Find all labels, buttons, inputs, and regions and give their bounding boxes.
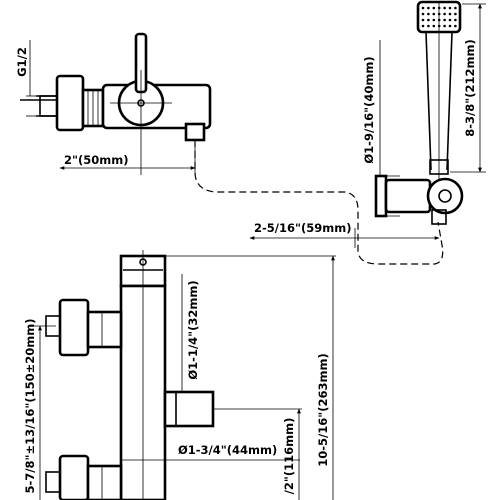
spray-hole [427, 18, 430, 22]
spray-hole [448, 6, 452, 10]
spray-hole [448, 18, 452, 22]
spray-hole [432, 18, 436, 22]
spray-hole [437, 24, 441, 28]
handshower-spray-holes [421, 6, 457, 28]
spray-hole [443, 18, 446, 22]
spray-hole [432, 24, 436, 28]
spray-hole [448, 24, 452, 28]
spray-hole [427, 12, 430, 16]
spray-hole [443, 12, 446, 16]
outlet-height-dimension: /2"(116mm) [282, 408, 301, 500]
spray-hole [421, 18, 425, 22]
spray-hole [427, 6, 430, 10]
holder-offset-label: 2-5/16"(59mm) [254, 221, 351, 235]
center-offset-dimension: 2"(50mm) [59, 153, 196, 170]
spray-hole [437, 12, 441, 16]
spray-hole [443, 24, 446, 28]
spray-hole [454, 6, 457, 10]
spray-hole [421, 12, 425, 16]
spray-hole [427, 24, 430, 28]
holder-offset-dimension: 2-5/16"(59mm) [249, 221, 440, 248]
spray-hole [421, 6, 425, 10]
center-offset-label: 2"(50mm) [64, 153, 128, 167]
shower-holder [374, 174, 464, 225]
spray-hole [437, 18, 441, 22]
spray-hole [454, 18, 457, 22]
inlet-spacing-dimension: 5-7/8"±13/16"(150±20mm) [23, 319, 56, 500]
spray-hole [448, 12, 452, 16]
connector-diameter-label: Ø1-3/4"(44mm) [178, 443, 277, 457]
handshower-length-dimension: 8-3/8"(212mm) [450, 3, 486, 173]
spray-hole [443, 6, 446, 10]
spray-hole [432, 12, 436, 16]
spray-hole [454, 24, 457, 28]
total-height-label: 10-5/16"(263mm) [316, 353, 330, 466]
spray-hole [432, 6, 436, 10]
thread-dimension: G1/2 [15, 40, 40, 117]
hand-shower [416, 0, 462, 200]
spray-hole [454, 12, 457, 16]
handshower-diameter-dimension: Ø1-9/16"(40mm) [362, 40, 400, 217]
thread-label: G1/2 [15, 47, 29, 77]
pipe-diameter-label: Ø1-1/4"(32mm) [186, 280, 200, 379]
spray-hole [421, 24, 425, 28]
outlet-height-label: /2"(116mm) [282, 418, 296, 495]
top-mixer-body [20, 32, 212, 142]
connector-diameter-dimension: Ø1-3/4"(44mm) [120, 443, 300, 466]
handshower-diameter-label: Ø1-9/16"(40mm) [362, 56, 376, 163]
handshower-length-label: 8-3/8"(212mm) [463, 39, 477, 136]
pipe-diameter-dimension: Ø1-1/4"(32mm) [165, 274, 200, 393]
total-height-dimension: 10-5/16"(263mm) [316, 255, 335, 500]
inlet-spacing-label: 5-7/8"±13/16"(150±20mm) [23, 319, 37, 494]
spray-hole [437, 6, 441, 10]
